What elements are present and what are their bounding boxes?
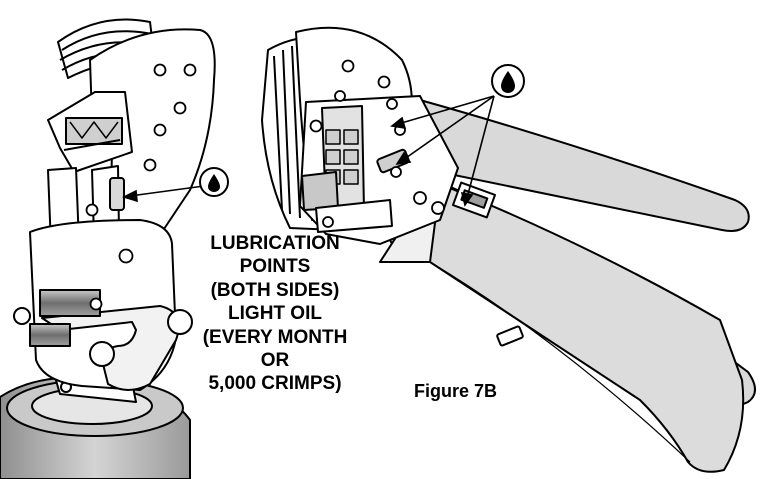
note-line: LUBRICATION	[210, 233, 340, 254]
main-handle	[389, 183, 745, 473]
note-line: POINTS	[239, 256, 311, 278]
oil-drop-icon	[199, 167, 229, 197]
note-line: 5,000 CRIMPS)	[208, 373, 342, 395]
figure-caption: Figure 7B	[414, 381, 498, 401]
note-line: (EVERY MONTH	[202, 326, 348, 348]
lubrication-note: LUBRICATION POINTS (BOTH SIDES) LIGHT OI…	[180, 232, 370, 396]
pointer-lines	[121, 95, 495, 207]
right-tool	[261, 26, 756, 473]
upper-handle	[391, 99, 750, 232]
note-line: OR	[260, 350, 290, 372]
left-tool	[0, 18, 216, 479]
note-line: LIGHT OIL	[228, 303, 322, 325]
oil-drop-icon	[491, 64, 525, 98]
note-line: (BOTH SIDES)	[210, 279, 340, 301]
